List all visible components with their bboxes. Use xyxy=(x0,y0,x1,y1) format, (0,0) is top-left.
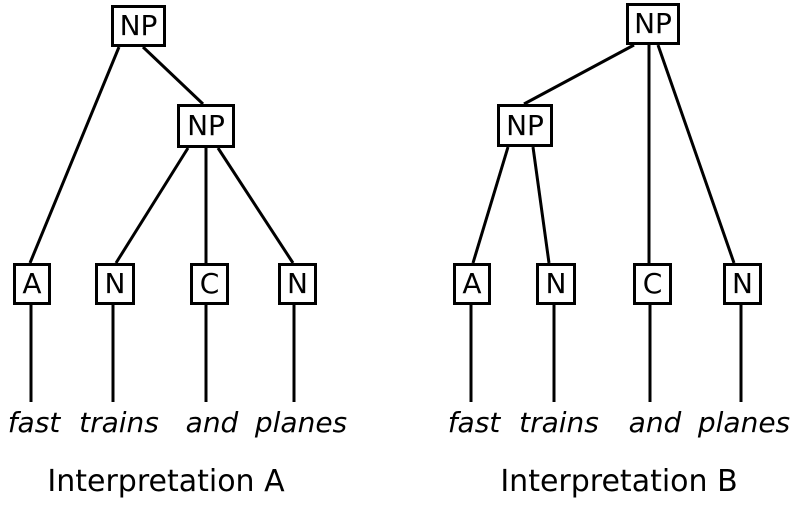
tree-a-node-a: A xyxy=(13,263,51,305)
tree-a-edge xyxy=(28,46,121,264)
tree-b-node-c: C xyxy=(633,263,672,305)
tree-b-word-planes: planes xyxy=(697,406,791,439)
tree-b-edge xyxy=(471,146,510,264)
tree-a-node-c: C xyxy=(190,263,229,305)
tree-a-node-n1: N xyxy=(95,263,135,305)
tree-a-word-trains: trains xyxy=(79,406,159,439)
tree-b-edge xyxy=(656,44,736,264)
tree-a-node-np-root: NP xyxy=(111,5,166,47)
tree-b-node-a: A xyxy=(453,263,491,305)
tree-b-word-and: and xyxy=(628,406,682,439)
tree-b-node-n2: N xyxy=(723,263,762,305)
tree-a-edge xyxy=(114,147,190,264)
tree-b-word-fast: fast xyxy=(447,406,501,439)
tree-a-edge xyxy=(141,45,205,106)
tree-b-node-np-inner: NP xyxy=(497,104,553,147)
tree-a-edge xyxy=(216,147,295,264)
tree-a-word-fast: fast xyxy=(7,406,61,439)
tree-b-edge xyxy=(523,43,635,106)
tree-b-word-trains: trains xyxy=(519,406,599,439)
tree-b-node-n1: N xyxy=(536,263,576,305)
caption-interpretation-b: Interpretation B xyxy=(500,464,738,499)
caption-interpretation-a: Interpretation A xyxy=(47,464,285,499)
tree-a-node-np-inner: NP xyxy=(177,104,235,148)
tree-a-node-n2: N xyxy=(278,263,317,305)
tree-a-word-and: and xyxy=(185,406,239,439)
tree-b-node-np-root: NP xyxy=(626,3,680,45)
tree-a-word-planes: planes xyxy=(254,406,348,439)
tree-b-edge xyxy=(531,146,551,264)
